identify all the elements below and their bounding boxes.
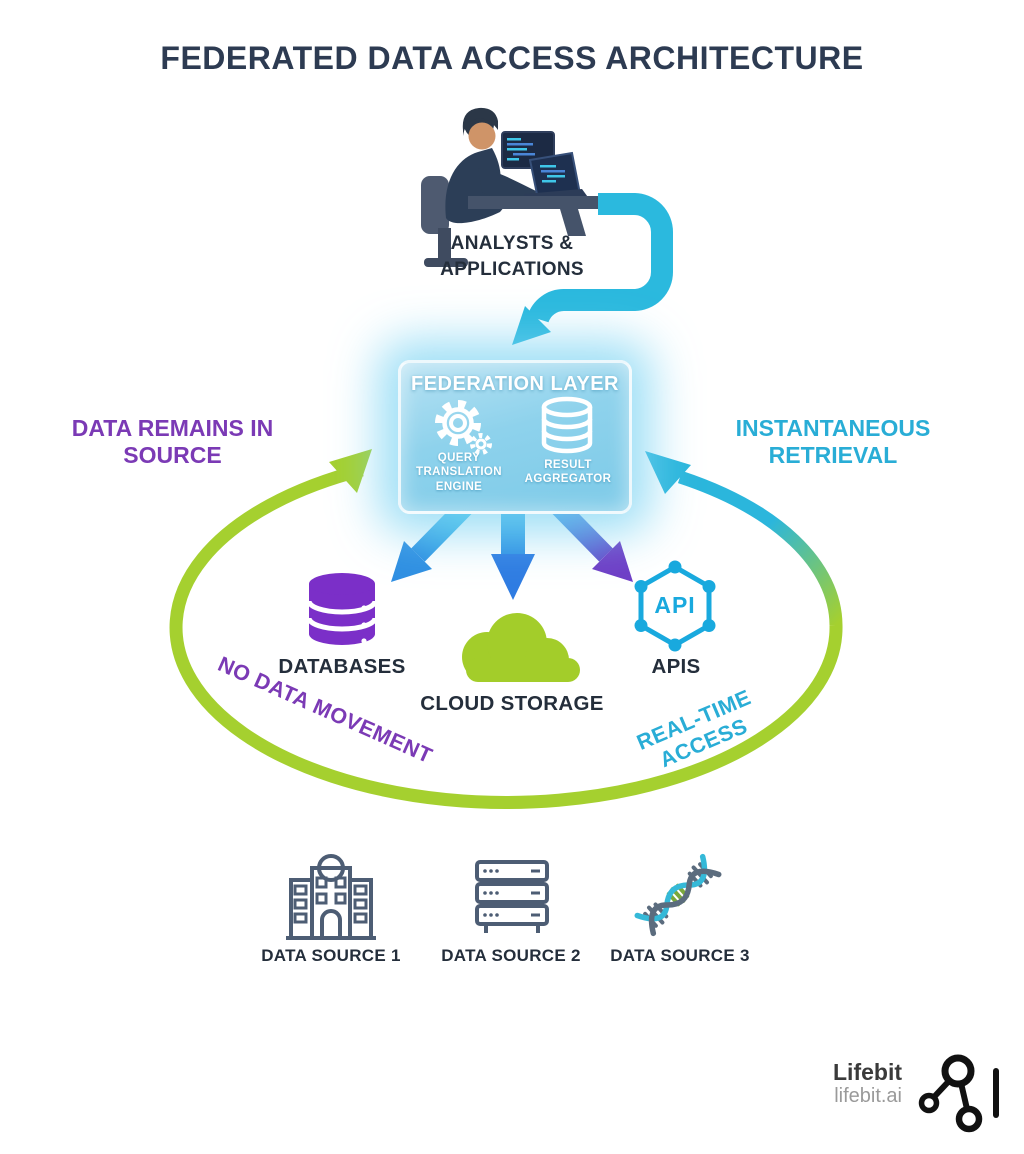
result-aggregator-label: RESULT AGGREGATOR	[524, 459, 612, 486]
brand-domain: lifebit.ai	[834, 1085, 902, 1108]
dna-helix-icon	[634, 853, 722, 937]
no-data-movement-arc	[169, 449, 843, 809]
branding-block: Lifebit lifebit.ai	[770, 1059, 902, 1108]
cloud-storage-icon	[462, 613, 580, 682]
data-source-2-label: DATA SOURCE 2	[441, 946, 581, 965]
query-translation-engine-label: QUERY TRANSLATION ENGINE	[416, 452, 502, 493]
desk-icon	[468, 196, 598, 236]
federation-to-apis-arrow	[550, 498, 633, 582]
result-database-icon	[541, 396, 593, 454]
page-title: FEDERATED DATA ACCESS ARCHITECTURE	[160, 40, 864, 76]
analysts-label: ANALYSTS & APPLICATIONS	[440, 233, 584, 280]
data-source-3-label: DATA SOURCE 3	[610, 946, 750, 965]
instantaneous-retrieval-callout: INSTANTANEOUS RETRIEVAL	[735, 415, 931, 469]
databases-icon	[306, 573, 378, 645]
analyst-illustration	[421, 107, 598, 267]
federation-layer-title: FEDERATION LAYER	[410, 373, 620, 395]
server-rack-icon	[475, 860, 549, 933]
gear-icon	[435, 400, 492, 455]
databases-label: DATABASES	[278, 655, 406, 678]
federation-to-cloud-arrow	[491, 505, 535, 600]
federation-icons	[435, 396, 593, 455]
query-flow-arrow	[512, 193, 673, 345]
green-arrowhead-icon	[329, 449, 372, 493]
cyan-arrowhead-icon	[645, 451, 691, 494]
lifebit-logo-icon	[918, 1054, 999, 1133]
apis-icon	[634, 560, 716, 652]
federation-to-databases-arrow	[391, 498, 474, 582]
brand-name: Lifebit	[833, 1059, 902, 1085]
data-remains-callout: DATA REMAINS IN SOURCE	[71, 415, 274, 469]
real-time-access-arc	[645, 451, 843, 626]
api-badge: API	[654, 592, 696, 618]
cloud-storage-label: CLOUD STORAGE	[420, 692, 604, 715]
data-source-1-label: DATA SOURCE 1	[261, 946, 401, 965]
federation-layer-box: FEDERATION LAYER	[398, 360, 632, 514]
apis-label: APIS	[651, 655, 701, 678]
chair-icon	[421, 176, 449, 234]
hospital-building-icon	[286, 854, 376, 940]
